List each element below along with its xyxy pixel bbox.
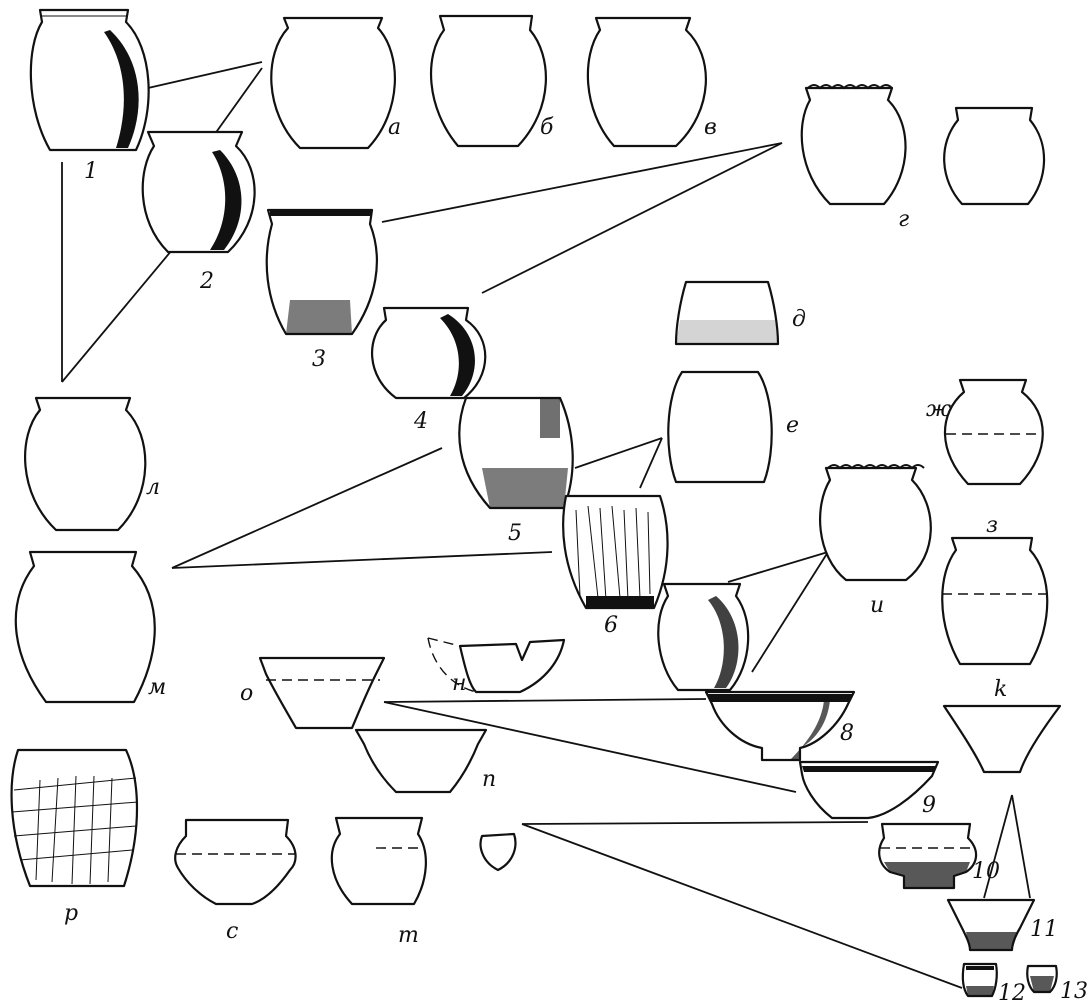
vessel-label-6: 6 — [604, 613, 618, 638]
vessel-label-r: р — [64, 901, 78, 926]
vessel-label-s: с — [226, 919, 238, 944]
vessel-g: г — [800, 84, 1046, 232]
vessel-e: е — [667, 370, 799, 484]
vessel-6-hatching — [575, 505, 651, 601]
vessel-9: 9 — [798, 760, 940, 820]
connector-lines — [61, 61, 1031, 989]
vessel-label-l: л — [146, 475, 160, 500]
vessel-label-zh: ж — [926, 397, 951, 422]
vessel-label-d: д — [792, 307, 806, 332]
small-cup — [479, 832, 517, 872]
vessel-b: б — [429, 14, 554, 148]
vessel-label-g: г — [898, 207, 909, 232]
vessel-4: 4 — [370, 306, 487, 434]
vessel-label-e: е — [786, 413, 799, 438]
vessel-label-v: в — [704, 115, 717, 140]
vessel-l: л — [24, 396, 160, 532]
vessel-o: о — [240, 656, 386, 730]
vessel-label-11: 11 — [1030, 917, 1058, 942]
vessel-v: в — [586, 16, 717, 148]
vessel-label-i: и — [870, 593, 884, 618]
vessel-label-12: 12 — [998, 981, 1026, 1006]
vessel-label-8: 8 — [840, 721, 854, 746]
vessel-m: м — [14, 550, 166, 704]
vessel-label-z: з — [986, 513, 998, 538]
vessel-label-9: 9 — [922, 793, 936, 818]
vessel-label-13: 13 — [1060, 979, 1087, 1004]
vessel-label-4: 4 — [413, 409, 428, 434]
vessel-r: р — [10, 748, 139, 926]
vessel-label-1: 1 — [84, 159, 98, 184]
vessel-2: 2 — [141, 130, 256, 294]
vessel-label-5: 5 — [508, 521, 522, 546]
vessel-label-k: k — [994, 677, 1007, 702]
vessel-10: 10 — [878, 822, 1000, 890]
vessel-a: а — [270, 16, 401, 150]
vessel-12: 12 — [961, 962, 1026, 1006]
vessel-r-hatching — [11, 775, 139, 885]
vessel-label-n: н — [452, 671, 467, 696]
vessel-label-10: 10 — [972, 859, 1000, 884]
vessel-8: 8 — [704, 690, 856, 762]
vessel-zh: ж — [926, 378, 1044, 486]
vessel-label-2: 2 — [199, 269, 214, 294]
vessel-z: з — [941, 513, 1049, 666]
vessel-label-o: о — [240, 681, 253, 706]
vessel-label-t: т — [398, 923, 419, 948]
vessel-k: k — [942, 677, 1062, 774]
vessel-13: 13 — [1026, 964, 1087, 1004]
vessel-d: д — [674, 280, 806, 346]
vessel-p: п — [354, 728, 496, 794]
vessel-3: 3 — [265, 208, 378, 372]
vessel-label-m: м — [148, 675, 166, 700]
vessel-11: 11 — [946, 898, 1058, 952]
vessel-label-3: 3 — [312, 347, 326, 372]
vessel-6: 6 — [562, 494, 669, 638]
vessel-s: с — [174, 818, 297, 944]
vessel-n: н — [427, 637, 566, 696]
vessel-label-b: б — [540, 115, 554, 140]
vessel-label-p: п — [482, 767, 496, 792]
vessel-1: 1 — [29, 8, 150, 184]
vessel-t: т — [330, 816, 427, 948]
vessel-label-a: а — [388, 115, 401, 140]
vessel-5: 5 — [458, 396, 574, 546]
vessel-i: и — [819, 464, 932, 618]
